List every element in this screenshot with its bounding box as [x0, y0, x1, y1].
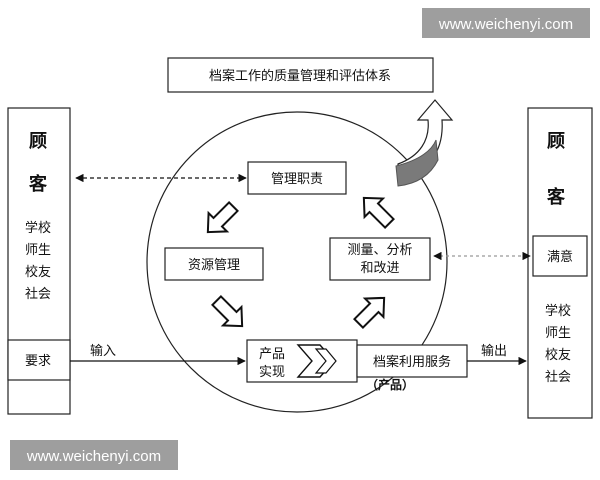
left-member-3: 校友 [25, 264, 51, 280]
management-label: 管理职责 [271, 172, 323, 187]
requirement-box [7, 339, 71, 381]
left-member-2: 师生 [25, 243, 51, 258]
left-customer-title-2: 客 [29, 173, 48, 195]
watermark-top-bg [422, 8, 590, 38]
measurement-label-1: 测量、分析 [347, 243, 412, 258]
arrow-realization-to-measurement-icon [353, 296, 386, 329]
realization-label-2: 实现 [259, 365, 285, 380]
right-customer-title-1: 顾 [547, 131, 565, 152]
watermark-bottom: www.weichenyi.com [26, 448, 161, 465]
measurement-label-2: 和改进 [360, 261, 399, 276]
realization-label-1: 产品 [259, 347, 285, 362]
resources-label: 资源管理 [188, 258, 240, 273]
diagram-title: 档案工作的质量管理和评估体系 [209, 68, 391, 84]
left-member-4: 社会 [25, 286, 51, 302]
service-box [356, 344, 468, 378]
requirement-label: 要求 [25, 354, 51, 369]
improvement-arrow-shadow-icon [395, 139, 439, 187]
right-customer-title-2: 客 [547, 186, 566, 208]
title-box [167, 57, 434, 93]
right-member-2: 师生 [545, 326, 571, 341]
right-member-4: 社会 [545, 369, 571, 385]
arrow-measurement-to-management-icon [362, 196, 395, 229]
input-label: 输入 [90, 343, 116, 359]
right-member-3: 校友 [545, 347, 571, 363]
arrow-resources-to-realization-icon [211, 295, 244, 328]
satisfaction-label: 满意 [547, 249, 573, 265]
chevron-inner-icon [314, 348, 337, 374]
measurement-box [329, 237, 431, 281]
service-label: 档案利用服务 [373, 354, 451, 370]
output-label: 输出 [481, 343, 507, 359]
left-member-1: 学校 [25, 220, 51, 236]
cycle-circle [146, 111, 448, 413]
right-member-1: 学校 [545, 303, 571, 319]
satisfaction-box [532, 235, 588, 277]
product-label: （产品） [366, 377, 414, 392]
watermark-top: www.weichenyi.com [438, 16, 573, 33]
watermark-bottom-bg [10, 440, 178, 470]
resources-box [164, 247, 264, 281]
arrow-management-to-resources-icon [206, 201, 239, 234]
management-box [247, 161, 347, 195]
left-customer-title-1: 顾 [29, 131, 47, 152]
